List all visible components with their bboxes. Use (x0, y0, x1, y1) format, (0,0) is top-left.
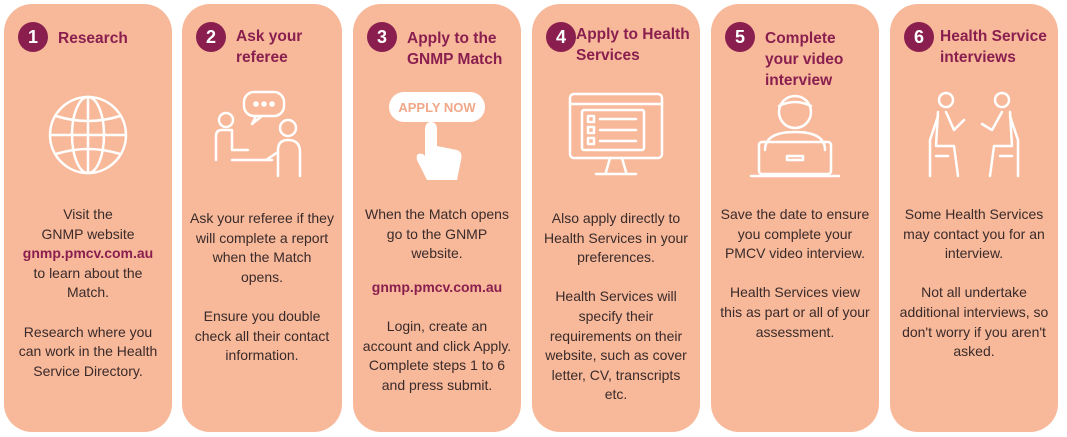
step-title: Complete your video interview (765, 30, 844, 89)
step-description: Some Health Services may contact you for… (899, 206, 1049, 360)
step-number-badge: 3 (367, 22, 397, 52)
step-number-badge: 6 (904, 22, 934, 52)
conversation-icon (182, 90, 342, 182)
step-card-ask-referee: 2 Ask your referee Ask your referee if t… (182, 4, 342, 432)
step-card-research: 1 Research Visit the GNMP website gnmp.p… (4, 4, 172, 432)
gnmp-website-link[interactable]: gnmp.pmcv.com.au (22, 245, 154, 262)
apply-now-icon: APPLY NOW (353, 90, 521, 182)
step-number-badge: 4 (546, 22, 576, 52)
gnmp-website-link[interactable]: gnmp.pmcv.com.au (371, 278, 503, 295)
step-title: Health Service interviews (940, 28, 1047, 66)
step-number-badge: 2 (196, 22, 226, 52)
checklist-monitor-icon (532, 90, 700, 178)
step-card-video-interview: 5 Complete your video interview Save the… (711, 4, 879, 432)
step-card-apply-health-services: 4 Apply to Health Services Also apply di… (532, 4, 700, 432)
globe-icon (4, 90, 172, 180)
step-title: Apply to Health Services (576, 26, 690, 64)
step-title: Research (58, 30, 128, 47)
step-title: Ask your referee (236, 28, 303, 66)
step-card-apply-gnmp: 3 Apply to the GNMP Match APPLY NOW When… (353, 4, 521, 432)
video-call-icon (711, 90, 879, 182)
step-description: Ask your referee if they will complete a… (190, 210, 334, 364)
step-title: Apply to the GNMP Match (407, 30, 503, 68)
step-description: Visit the GNMP website gnmp.pmcv.com.au … (18, 206, 158, 379)
step-number-badge: 5 (725, 22, 755, 52)
interview-icon (890, 90, 1058, 182)
step-card-health-service-interviews: 6 Health Service interviews Some Health … (890, 4, 1058, 432)
step-description: When the Match opens go to the GNMP webs… (362, 206, 512, 393)
svg-text:APPLY NOW: APPLY NOW (398, 100, 476, 115)
step-description: Save the date to ensure you complete you… (720, 206, 870, 340)
step-number-badge: 1 (18, 22, 48, 52)
step-description: Also apply directly to Health Services i… (544, 210, 688, 403)
